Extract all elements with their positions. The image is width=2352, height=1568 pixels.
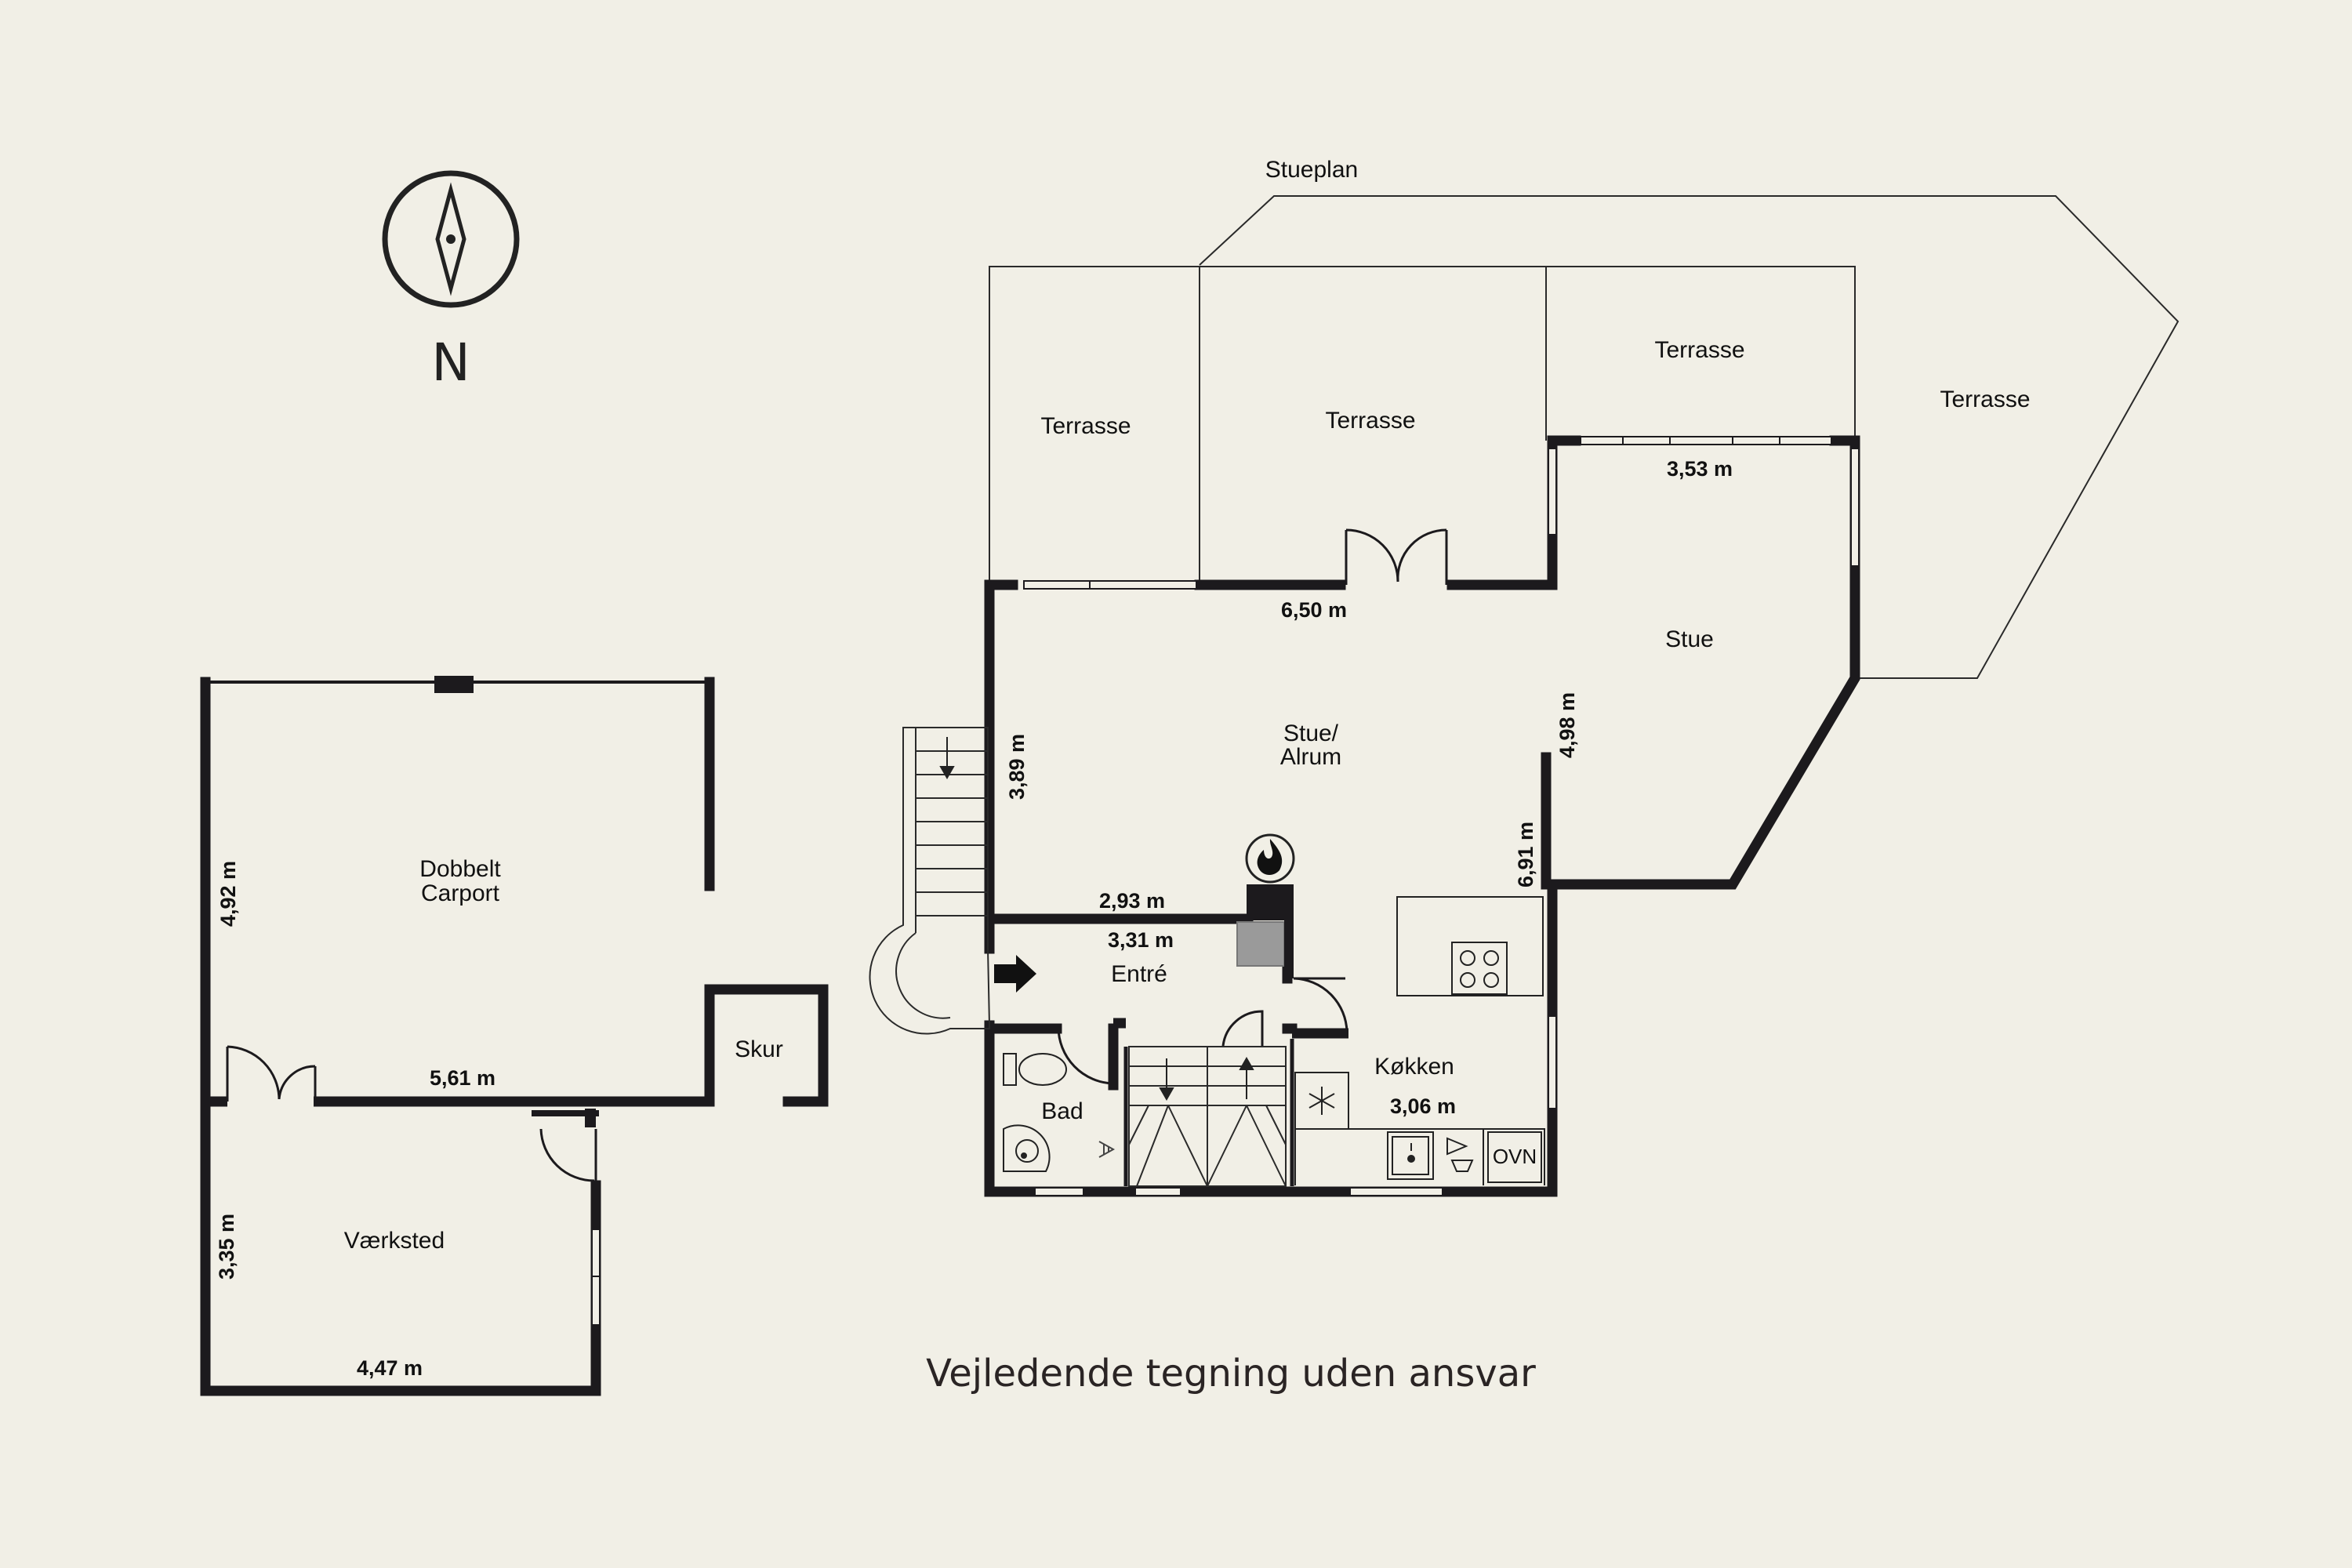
door-vaerksted[interactable] bbox=[539, 1128, 597, 1182]
dim-stue-depth: 4,98 m bbox=[1555, 692, 1579, 758]
windows bbox=[1023, 436, 1860, 1196]
compass: N bbox=[382, 170, 520, 393]
arrow-down-icon bbox=[1159, 1087, 1174, 1102]
dim-carport-width: 5,61 m bbox=[430, 1066, 495, 1090]
dim-vaerksted-width: 4,47 m bbox=[357, 1356, 423, 1380]
door-kitchen[interactable] bbox=[1293, 977, 1348, 1033]
room-label-skur: Skur bbox=[735, 1036, 783, 1062]
hob-icon bbox=[1451, 942, 1508, 995]
dishwasher-icon bbox=[1446, 1137, 1468, 1156]
outbuilding-walls bbox=[200, 677, 829, 1396]
stair-arrows bbox=[1159, 1056, 1254, 1102]
dim-carport-depth: 4,92 m bbox=[216, 861, 240, 927]
window-bad-south bbox=[1034, 1187, 1084, 1196]
door-basement[interactable] bbox=[1221, 1010, 1264, 1047]
room-label-terrasse-3: Terrasse bbox=[1654, 337, 1744, 363]
dim-entre-width: 3,31 m bbox=[1108, 928, 1174, 952]
toilet-icon bbox=[1003, 1053, 1067, 1086]
room-label-stue: Stue bbox=[1665, 626, 1714, 652]
room-label-carport-1: Dobbelt bbox=[419, 856, 501, 882]
compass-needle-icon bbox=[435, 182, 466, 296]
terrace-outer-edge bbox=[1199, 195, 2180, 679]
kitchen-sink-icon bbox=[1387, 1131, 1434, 1180]
wall-skur bbox=[704, 984, 829, 1107]
room-label-alrum-2: Alrum bbox=[1280, 744, 1341, 770]
chimney-wall bbox=[1284, 920, 1294, 978]
window-alrum-west bbox=[1023, 580, 1197, 590]
wall-vaerksted-outer bbox=[200, 677, 601, 1396]
compass-ring bbox=[382, 170, 520, 308]
dim-alrum-depth: 3,89 m bbox=[1005, 734, 1029, 800]
room-label-entre: Entré bbox=[1111, 961, 1167, 987]
dim-stue-width: 3,53 m bbox=[1667, 457, 1733, 481]
room-label-alrum-1: Stue/ bbox=[1283, 720, 1339, 746]
dim-entre-top: 2,93 m bbox=[1099, 889, 1165, 913]
dim-alrum-width: 6,50 m bbox=[1281, 598, 1347, 622]
chimney-base bbox=[1236, 921, 1285, 967]
window-kitchen-south bbox=[1349, 1187, 1443, 1196]
chimney-top bbox=[1247, 884, 1294, 920]
door-bad[interactable] bbox=[1057, 1026, 1115, 1085]
oven bbox=[1487, 1131, 1542, 1183]
kitchen-counter-south bbox=[1294, 1128, 1545, 1185]
entrance-arrow-icon bbox=[994, 955, 1036, 993]
window-vaerksted bbox=[591, 1229, 601, 1326]
disclaimer-text: Vejledende tegning uden ansvar bbox=[926, 1352, 1536, 1396]
window-stue-left bbox=[1548, 448, 1557, 535]
door-terrace[interactable] bbox=[1345, 528, 1448, 585]
wall-east-south bbox=[984, 435, 1860, 1197]
fire-icon bbox=[1257, 839, 1283, 875]
compass-north-label: N bbox=[431, 332, 470, 393]
internal-stair bbox=[1128, 1046, 1287, 1187]
dim-kokken-width: 3,06 m bbox=[1390, 1094, 1456, 1118]
dim-kitchen-depth: 6,91 m bbox=[1514, 822, 1537, 887]
shower-tap-icon bbox=[1098, 1141, 1116, 1158]
window-stue-right bbox=[1850, 448, 1860, 567]
room-label-terrasse-2: Terrasse bbox=[1325, 408, 1415, 434]
window-stue-top bbox=[1580, 436, 1832, 445]
room-label-carport-2: Carport bbox=[421, 880, 500, 906]
room-label-vaerksted: Værksted bbox=[344, 1228, 445, 1254]
plan-title: Stueplan bbox=[1265, 157, 1358, 183]
window-kitchen-east bbox=[1548, 1015, 1557, 1109]
door-carport[interactable] bbox=[226, 1045, 317, 1102]
room-label-kokken: Køkken bbox=[1374, 1054, 1454, 1080]
window-stair-south bbox=[1134, 1187, 1181, 1196]
dim-vaerksted-depth: 3,35 m bbox=[215, 1214, 238, 1279]
stair-down-arrow-icon bbox=[939, 737, 955, 780]
room-label-terrasse-1: Terrasse bbox=[1040, 413, 1131, 439]
oven-label: OVN bbox=[1493, 1145, 1537, 1168]
room-label-terrasse-4: Terrasse bbox=[1940, 387, 2030, 412]
outdoor-stair bbox=[869, 727, 990, 1035]
room-label-bad: Bad bbox=[1041, 1098, 1083, 1124]
compass-center bbox=[446, 234, 456, 244]
kitchen-island bbox=[1396, 896, 1544, 996]
fireplace-circle bbox=[1245, 833, 1295, 884]
sink-icon bbox=[1003, 1124, 1051, 1172]
wall-top-stue bbox=[1446, 435, 1581, 590]
snowflake-icon bbox=[1308, 1087, 1335, 1115]
carport-post bbox=[434, 676, 474, 693]
freezer bbox=[1294, 1072, 1349, 1130]
wall-west-alrum bbox=[984, 579, 1018, 954]
arrow-up-icon bbox=[1239, 1056, 1254, 1070]
